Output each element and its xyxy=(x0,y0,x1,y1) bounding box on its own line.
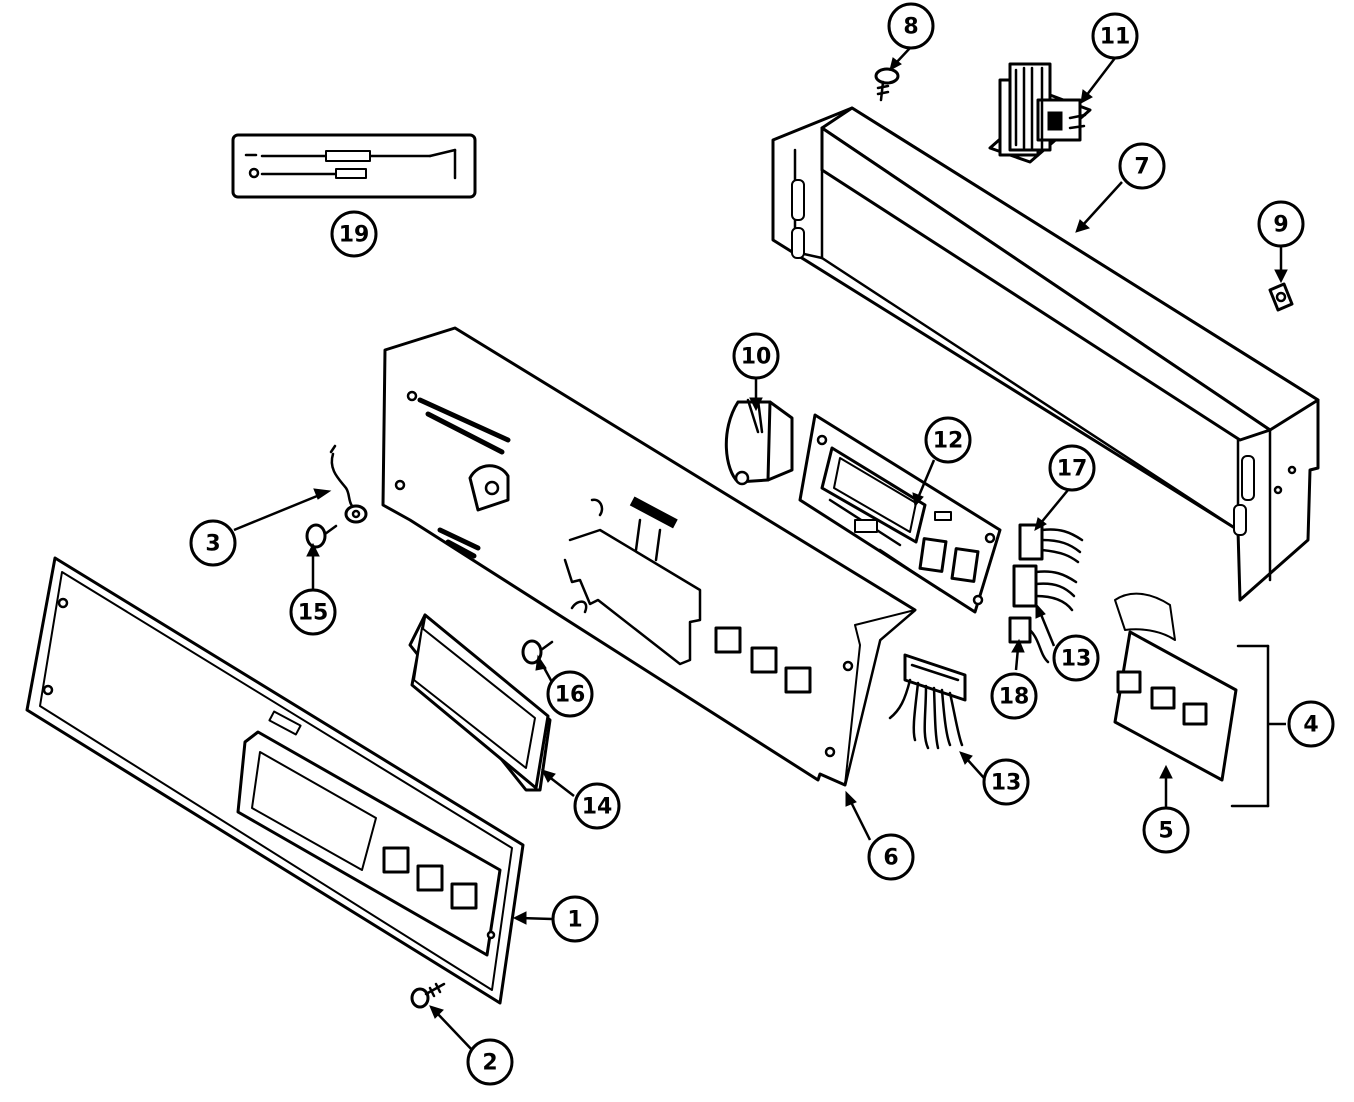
callout-label: 11 xyxy=(1100,25,1131,50)
callout-circle xyxy=(1118,142,1166,190)
console-housing-part xyxy=(771,106,1320,602)
callout-label: 6 xyxy=(883,846,898,871)
callout-circle xyxy=(887,2,935,50)
callout-circle xyxy=(1091,12,1139,60)
callout-label: 9 xyxy=(1273,213,1288,238)
callout-label: 14 xyxy=(582,795,613,820)
callout-circle xyxy=(1048,444,1096,492)
callout-circle xyxy=(1142,806,1190,854)
transformer-part xyxy=(988,62,1092,164)
callout-6: 6 xyxy=(867,833,915,881)
callout-16: 16 xyxy=(546,670,594,718)
callout-8: 8 xyxy=(887,2,935,50)
callout-circle xyxy=(289,588,337,636)
display-window-part xyxy=(408,613,552,792)
callout-11: 11 xyxy=(1091,12,1139,60)
callout-13-upper: 13 xyxy=(1052,634,1100,682)
callout-10: 10 xyxy=(732,332,780,380)
callout-4: 4 xyxy=(1287,700,1335,748)
callout-3: 3 xyxy=(189,519,237,567)
callout-circle xyxy=(982,758,1030,806)
screw-part-8 xyxy=(874,67,900,102)
callout-circle xyxy=(732,332,780,380)
clip-nut-part xyxy=(1268,282,1294,312)
callout-9: 9 xyxy=(1257,200,1305,248)
callout-label: 10 xyxy=(741,345,772,370)
callout-12: 12 xyxy=(924,416,972,464)
front-control-panel-part xyxy=(25,556,525,1005)
callout-circle xyxy=(990,672,1038,720)
callout-5: 5 xyxy=(1142,806,1190,854)
callout-label: 5 xyxy=(1158,819,1173,844)
callout-label: 12 xyxy=(933,429,964,454)
callout-13-lower: 13 xyxy=(982,758,1030,806)
callout-19: 19 xyxy=(330,210,378,258)
switch-assembly-part xyxy=(1113,592,1286,808)
connector-part-18 xyxy=(1008,616,1050,664)
control-panel-backing-part xyxy=(381,326,917,787)
callout-circle xyxy=(551,895,599,943)
wiring-label-part xyxy=(231,133,477,199)
callout-label: 13 xyxy=(991,771,1022,796)
callout-circle xyxy=(573,782,621,830)
callout-label: 4 xyxy=(1303,713,1318,738)
control-board-part xyxy=(798,413,1002,614)
callout-circle xyxy=(1052,634,1100,682)
callout-7: 7 xyxy=(1118,142,1166,190)
connector-part-17 xyxy=(1012,523,1084,612)
pin-part-16 xyxy=(521,639,554,665)
filter-part xyxy=(724,398,794,486)
callout-label: 3 xyxy=(205,532,220,557)
screw-part-2 xyxy=(410,982,446,1009)
callout-label: 1 xyxy=(567,908,582,933)
callout-label: 17 xyxy=(1057,457,1088,482)
callout-circle xyxy=(466,1038,514,1086)
callout-circle xyxy=(189,519,237,567)
callout-label: 8 xyxy=(903,15,918,40)
pin-part-15 xyxy=(305,523,338,549)
callout-label: 7 xyxy=(1134,155,1149,180)
callout-14: 14 xyxy=(573,782,621,830)
callout-circle xyxy=(330,210,378,258)
callout-label: 16 xyxy=(555,683,586,708)
callout-circle xyxy=(1287,700,1335,748)
callout-2: 2 xyxy=(466,1038,514,1086)
ground-wire-part xyxy=(329,444,368,524)
callout-17: 17 xyxy=(1048,444,1096,492)
callout-circle xyxy=(924,416,972,464)
callout-label: 13 xyxy=(1061,647,1092,672)
callout-circle xyxy=(867,833,915,881)
callout-label: 2 xyxy=(482,1051,497,1076)
leader-lines xyxy=(233,47,1288,1053)
callout-circle xyxy=(546,670,594,718)
callout-15: 15 xyxy=(289,588,337,636)
callout-1: 1 xyxy=(551,895,599,943)
callout-circle xyxy=(1257,200,1305,248)
callout-18: 18 xyxy=(990,672,1038,720)
callout-label: 19 xyxy=(339,223,370,248)
callout-label: 15 xyxy=(298,601,329,626)
callout-label: 18 xyxy=(999,685,1030,710)
harness-plug-part xyxy=(888,653,967,750)
